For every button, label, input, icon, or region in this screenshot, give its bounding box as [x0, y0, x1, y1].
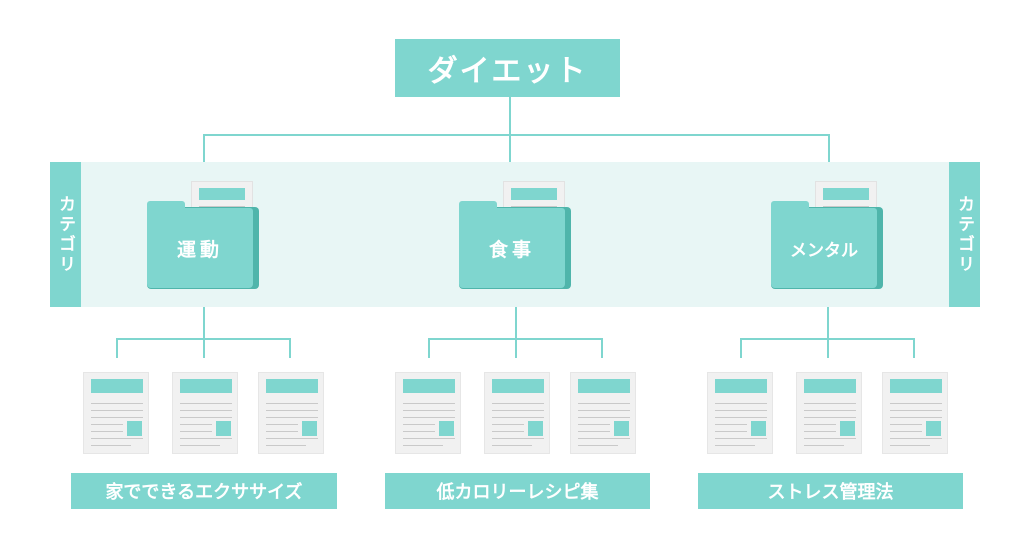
connector-line: [509, 134, 511, 162]
document-icon: [796, 372, 862, 454]
category-label: 食事: [488, 238, 535, 261]
document-icon: [484, 372, 550, 454]
connector-line: [827, 307, 829, 339]
category-label: メンタル: [790, 240, 858, 261]
folder-icon: 運動: [147, 208, 253, 288]
connector-line: [203, 338, 205, 358]
connector-line: [203, 134, 205, 162]
document-icon: [172, 372, 238, 454]
connector-line: [515, 338, 517, 358]
connector-line: [601, 338, 603, 358]
connector-line: [827, 338, 829, 358]
connector-line: [509, 97, 511, 135]
connector-line: [428, 338, 430, 358]
document-icon: [570, 372, 636, 454]
connector-line: [740, 338, 742, 358]
category-node-exercise: 運動: [147, 181, 259, 289]
document-icon: [395, 372, 461, 454]
connector-line: [913, 338, 915, 358]
group-label-food: 低カロリーレシピ集: [385, 473, 650, 509]
category-label: 運動: [176, 238, 223, 261]
folder-icon: メンタル: [771, 208, 877, 288]
category-node-food: 食事: [459, 181, 571, 289]
category-side-label-right: カテゴリ: [949, 162, 980, 307]
connector-line: [203, 134, 830, 136]
document-icon: [882, 372, 948, 454]
document-icon: [258, 372, 324, 454]
connector-line: [203, 307, 205, 339]
root-node: ダイエット: [395, 39, 620, 97]
connector-line: [289, 338, 291, 358]
category-side-label-left: カテゴリ: [50, 162, 81, 307]
group-label-exercise: 家でできるエクササイズ: [71, 473, 337, 509]
document-icon: [707, 372, 773, 454]
connector-line: [828, 134, 830, 162]
group-label-mental: ストレス管理法: [698, 473, 963, 509]
connector-line: [116, 338, 118, 358]
folder-icon: 食事: [459, 208, 565, 288]
connector-line: [515, 307, 517, 339]
category-node-mental: メンタル: [771, 181, 883, 289]
document-icon: [83, 372, 149, 454]
